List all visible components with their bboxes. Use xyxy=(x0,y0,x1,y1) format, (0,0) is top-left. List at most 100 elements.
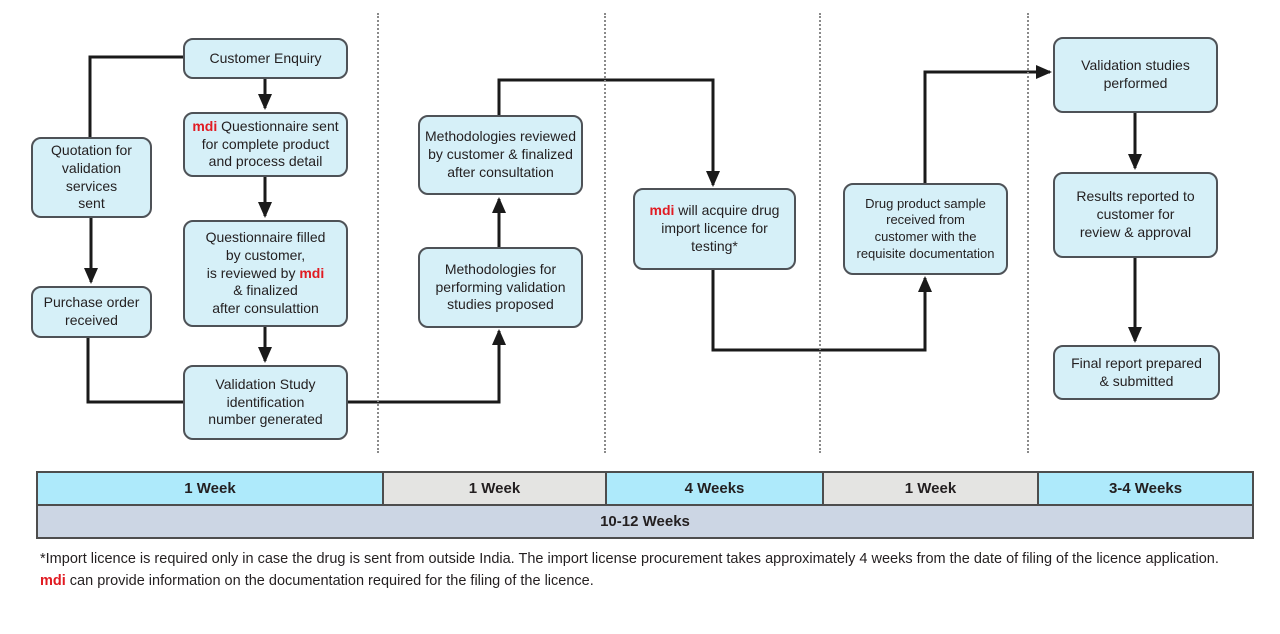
flow-box-methodologies-proposed: Methodologies for performing validationst… xyxy=(418,247,583,328)
flow-box-text: for complete product xyxy=(202,136,330,152)
flow-box-text: & submitted xyxy=(1100,373,1174,389)
flow-box-questionnaire-filled: Questionnaire filled by customer, is revie… xyxy=(183,220,348,327)
flow-box-mdi-import-licence: mdi will acquire drugimport licence fort… xyxy=(633,188,796,270)
flow-box-line: performed xyxy=(1104,75,1168,93)
phase-separator-1 xyxy=(377,13,379,453)
flow-box-text: performed xyxy=(1104,75,1168,91)
flow-box-text: by customer & finalized xyxy=(428,146,573,162)
flow-box-text: testing* xyxy=(691,238,738,254)
flow-box-line: received from xyxy=(886,212,965,229)
flow-box-text: sent xyxy=(78,195,104,211)
mdi-brand-text: mdi xyxy=(40,573,66,589)
timeline-total-bar: 10-12 Weeks xyxy=(36,504,1254,539)
footnote-line-1: *Import licence is required only in case… xyxy=(40,549,1255,571)
flow-box-text: received xyxy=(65,312,118,328)
flow-box-text: customer with the xyxy=(875,229,977,244)
flow-box-text: import licence for xyxy=(661,220,768,236)
flow-box-text: Questionnaire filled xyxy=(206,229,326,245)
flow-box-line: by customer & finalized xyxy=(428,146,573,164)
flow-box-text: Customer Enquiry xyxy=(209,50,321,66)
flow-box-text: after consulattion xyxy=(212,300,319,316)
flow-box-line: Purchase order xyxy=(44,294,140,312)
flow-box-line: testing* xyxy=(691,238,738,256)
flow-box-line: validation xyxy=(62,160,121,178)
timeline-segment: 1 Week xyxy=(38,473,382,504)
phase-separator-2 xyxy=(604,13,606,453)
phase-separator-4 xyxy=(1027,13,1029,453)
flow-box-line: is reviewed by mdi xyxy=(207,265,324,283)
flow-box-line: Results reported to xyxy=(1076,188,1194,206)
flow-box-drug-sample: Drug product samplereceived from customer… xyxy=(843,183,1008,275)
flow-box-text: received from xyxy=(886,212,965,227)
flow-box-text: will acquire drug xyxy=(674,202,779,218)
flow-box-line: Methodologies for xyxy=(445,261,556,279)
flow-box-line: Final report prepared xyxy=(1071,355,1202,373)
mdi-brand-text: mdi xyxy=(299,265,324,281)
footnote: *Import licence is required only in case… xyxy=(40,549,1255,593)
flow-box-line: Quotation for xyxy=(51,142,132,160)
flow-box-final-report: Final report prepared & submitted xyxy=(1053,345,1220,400)
flow-box-methodologies-reviewed: Methodologies reviewed by customer & fina… xyxy=(418,115,583,195)
timeline-segment: 1 Week xyxy=(382,473,605,504)
flow-box-line: mdi Questionnaire sent xyxy=(192,118,338,136)
flow-box-text: requisite documentation xyxy=(856,246,994,261)
connector-purchase-studyid xyxy=(88,338,184,402)
flow-box-line: after consultation xyxy=(447,164,554,182)
flow-box-text: validation xyxy=(62,160,121,176)
flow-box-line: and process detail xyxy=(209,153,323,171)
flow-box-line: number generated xyxy=(208,411,322,429)
flow-box-line: Drug product sample xyxy=(865,196,986,213)
timeline-week-bar: 1 Week1 Week4 Weeks1 Week3-4 Weeks xyxy=(36,471,1254,506)
flow-box-line: for complete product xyxy=(202,136,330,154)
connector-enquiry-quotation xyxy=(90,57,183,139)
flow-box-text: by customer, xyxy=(226,247,305,263)
flow-box-line: Questionnaire filled xyxy=(206,229,326,247)
flow-box-questionnaire-sent: mdi Questionnaire sentfor complete produ… xyxy=(183,112,348,177)
flow-box-text: Quotation for xyxy=(51,142,132,158)
phase-separator-3 xyxy=(819,13,821,453)
flow-box-text: Validation Study xyxy=(215,376,315,392)
flow-box-text: Results reported to xyxy=(1076,188,1194,204)
flow-box-text: Validation studies xyxy=(1081,57,1190,73)
flow-box-text: review & approval xyxy=(1080,224,1191,240)
flow-box-text: studies proposed xyxy=(447,296,554,312)
flow-box-results-reported: Results reported to customer for review & … xyxy=(1053,172,1218,258)
flow-box-line: sent xyxy=(78,195,104,213)
flow-box-text: services xyxy=(66,178,117,194)
flow-box-text: after consultation xyxy=(447,164,554,180)
flow-box-line: Validation Study xyxy=(215,376,315,394)
flow-box-quotation: Quotation for validation servicessent xyxy=(31,137,152,218)
flow-box-text: Methodologies reviewed xyxy=(425,128,576,144)
flow-box-text: customer for xyxy=(1097,206,1175,222)
flow-box-text: and process detail xyxy=(209,153,323,169)
timeline-segment: 3-4 Weeks xyxy=(1037,473,1252,504)
flow-box-line: Validation studies xyxy=(1081,57,1190,75)
flow-box-text: Final report prepared xyxy=(1071,355,1202,371)
flow-box-line: identification xyxy=(227,394,305,412)
flow-box-text: performing validation xyxy=(436,279,566,295)
flow-box-text: Methodologies for xyxy=(445,261,556,277)
timeline-segment: 1 Week xyxy=(822,473,1037,504)
flow-box-line: mdi will acquire drug xyxy=(650,202,780,220)
flow-box-line: performing validation xyxy=(436,279,566,297)
flow-box-line: import licence for xyxy=(661,220,768,238)
flow-box-text: Drug product sample xyxy=(865,196,986,211)
flow-box-line: & finalized xyxy=(233,282,298,300)
flow-box-line: studies proposed xyxy=(447,296,554,314)
connector-studyid-proposed xyxy=(347,331,499,402)
flow-box-text: Questionnaire sent xyxy=(217,118,338,134)
flow-box-text: identification xyxy=(227,394,305,410)
flow-box-line: services xyxy=(66,178,117,196)
timeline-total-label: 10-12 Weeks xyxy=(600,513,690,530)
flow-box-line: customer with the xyxy=(875,229,977,246)
flow-box-line: after consulattion xyxy=(212,300,319,318)
mdi-brand-text: mdi xyxy=(192,118,217,134)
flow-box-line: customer for xyxy=(1097,206,1175,224)
connector-sample-performed xyxy=(925,72,1050,183)
flow-box-text: Purchase order xyxy=(44,294,140,310)
flow-box-line: received xyxy=(65,312,118,330)
flow-box-purchase-order: Purchase order received xyxy=(31,286,152,338)
mdi-brand-text: mdi xyxy=(650,202,675,218)
flow-box-customer-enquiry: Customer Enquiry xyxy=(183,38,348,79)
